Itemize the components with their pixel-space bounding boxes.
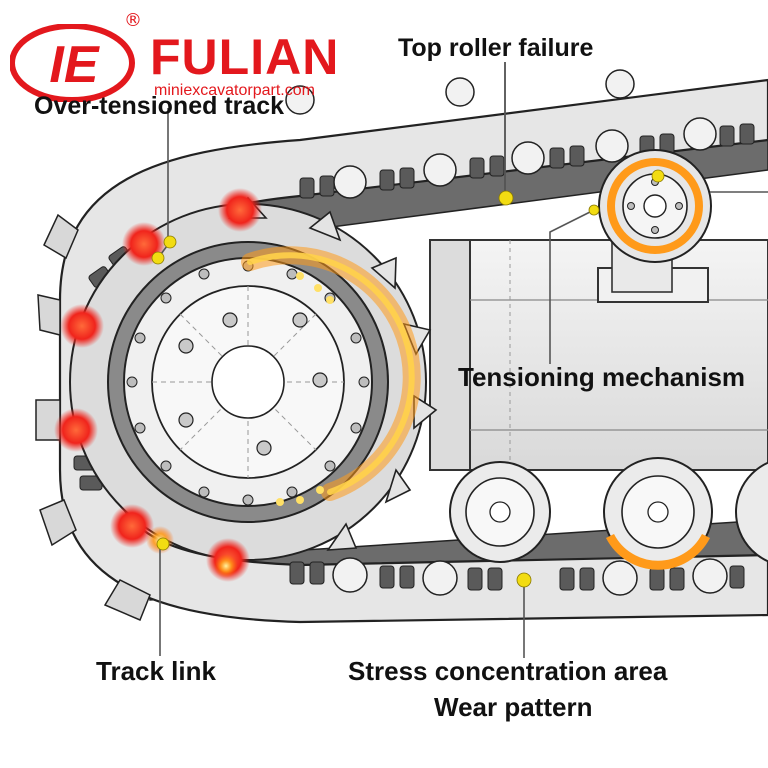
track-frame: [429, 239, 768, 471]
brand-url: miniexcavatorpart.com: [154, 82, 315, 99]
sprocket: [69, 196, 438, 561]
label-stress-concentration-area: Stress concentration area: [348, 656, 668, 686]
label-over-tensioned-track: Over-tensioned track: [34, 92, 285, 120]
brand-name: FULIAN: [150, 29, 340, 85]
top-link-pins: [285, 69, 717, 199]
label-top-roller-failure: Top roller failure: [398, 34, 594, 62]
registered-mark: ®: [124, 10, 142, 31]
label-track-link: Track link: [96, 656, 216, 686]
label-wear-pattern: Wear pattern: [434, 692, 593, 722]
logo-letters: IE: [49, 36, 99, 94]
fulian-logo-icon: IE: [10, 24, 135, 102]
top-roller: [598, 149, 712, 293]
top-track-links: [299, 123, 755, 199]
brand-block: IE ® FULIAN miniexcavatorpart.com: [10, 10, 390, 110]
bottom-rollers: [449, 457, 768, 570]
label-tensioning-mechanism: Tensioning mechanism: [458, 362, 746, 392]
sprocket-stress-glow: [241, 246, 421, 506]
callout-markers: [151, 169, 665, 588]
bottom-link-pins: [332, 557, 728, 596]
